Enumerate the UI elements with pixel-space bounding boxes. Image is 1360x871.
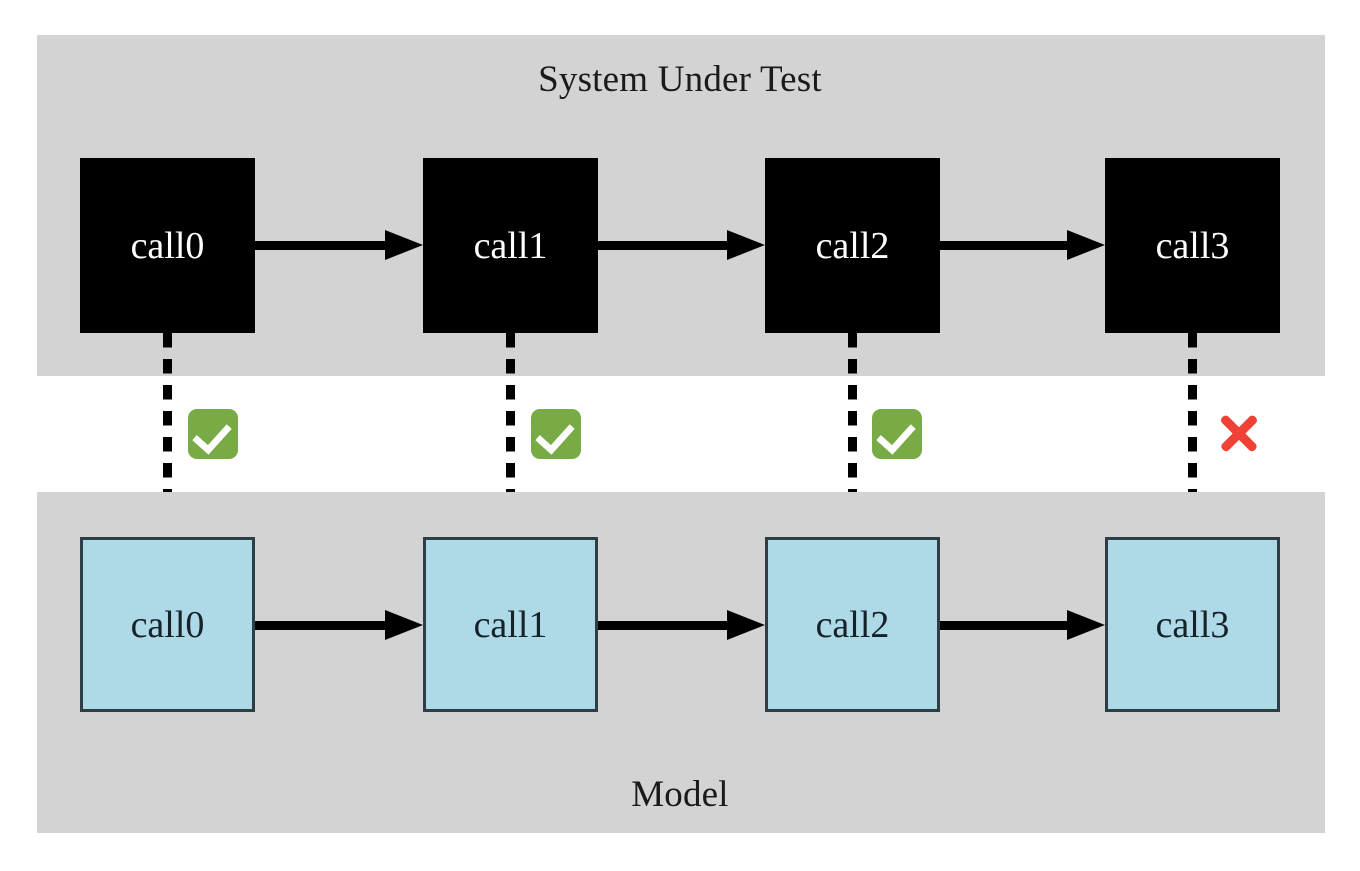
model-arrow-call0-call1 (255, 610, 423, 640)
check-mark-icon (188, 409, 238, 459)
model-arrow-call1-call2 (598, 610, 765, 640)
sut-arrow-call2-call3 (940, 230, 1105, 260)
sut-node-call2[interactable]: call2 (765, 158, 940, 333)
check-mark-icon-call0 (188, 409, 238, 459)
model-node-call2-label: call2 (815, 603, 890, 646)
check-mark-icon (872, 409, 922, 459)
model-node-call0-label: call0 (130, 603, 205, 646)
model-node-call0[interactable]: call0 (80, 537, 255, 712)
arrow-shaft (598, 621, 727, 630)
arrow-head (727, 610, 765, 640)
arrow-head (385, 230, 423, 260)
model-node-call1[interactable]: call1 (423, 537, 598, 712)
dashed-line (506, 333, 515, 537)
model-node-call1-label: call1 (473, 603, 548, 646)
sut-node-call0[interactable]: call0 (80, 158, 255, 333)
sut-node-call3[interactable]: call3 (1105, 158, 1280, 333)
sut-node-call3-label: call3 (1155, 224, 1230, 267)
arrow-shaft (598, 241, 727, 250)
check-mark-icon-call2 (872, 409, 922, 459)
dashed-line (1188, 333, 1197, 537)
arrow-shaft (255, 621, 385, 630)
system-under-test-title: System Under Test (538, 59, 822, 100)
model-node-call2[interactable]: call2 (765, 537, 940, 712)
check-mark-icon (531, 409, 581, 459)
arrow-shaft (940, 241, 1067, 250)
cross-mark-icon (1213, 408, 1263, 458)
model-node-call3[interactable]: call3 (1105, 537, 1280, 712)
dashed-line (848, 333, 857, 537)
arrow-shaft (940, 621, 1067, 630)
arrow-head (1067, 230, 1105, 260)
model-title: Model (631, 774, 729, 815)
sut-node-call0-label: call0 (130, 224, 205, 267)
cross-mark-icon-call3 (1213, 408, 1263, 458)
arrow-shaft (255, 241, 385, 250)
dashed-line (163, 333, 172, 537)
sut-node-call1[interactable]: call1 (423, 158, 598, 333)
model-arrow-call2-call3 (940, 610, 1105, 640)
arrow-head (1067, 610, 1105, 640)
sut-node-call1-label: call1 (473, 224, 548, 267)
sut-arrow-call0-call1 (255, 230, 423, 260)
arrow-head (727, 230, 765, 260)
sut-arrow-call1-call2 (598, 230, 765, 260)
arrow-head (385, 610, 423, 640)
model-node-call3-label: call3 (1155, 603, 1230, 646)
sut-node-call2-label: call2 (815, 224, 890, 267)
check-mark-icon-call1 (531, 409, 581, 459)
